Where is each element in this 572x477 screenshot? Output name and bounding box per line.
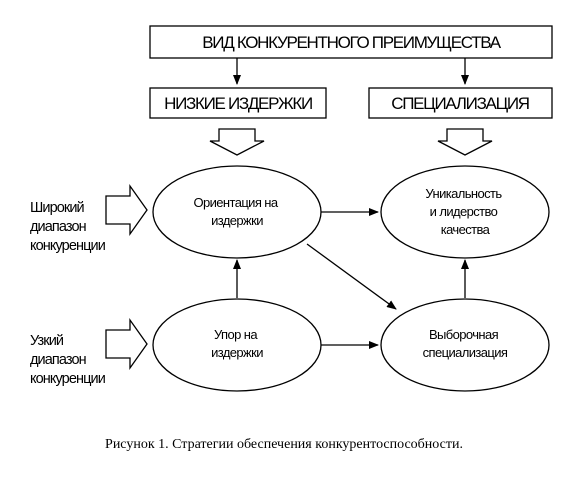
top-box-label: ВИД КОНКУРЕНТНОГО ПРЕИМУЩЕСТВА: [202, 33, 501, 52]
node-cost-orientation-label: Ориентация на издержки: [193, 195, 280, 228]
arrow-orientation-to-selective: [306, 243, 397, 310]
side-label-wide: Широкий диапазон конкуренции: [30, 200, 106, 254]
specialization-label: СПЕЦИАЛИЗАЦИЯ: [391, 94, 529, 113]
block-arrow-down-right: [437, 128, 493, 156]
node-cost-focus-label: Упор на издержки: [211, 327, 263, 360]
figure-caption: Рисунок 1. Стратегии обеспечения конкуре…: [105, 437, 463, 452]
low-costs-box: НИЗКИЕ ИЗДЕРЖКИ: [149, 87, 327, 119]
node-uniqueness: Уникальность и лидерство качества: [380, 165, 550, 259]
top-box: ВИД КОНКУРЕНТНОГО ПРЕИМУЩЕСТВА: [149, 25, 553, 59]
node-selective-specialization: Выборочная специализация: [380, 298, 550, 392]
node-selective-specialization-label: Выборочная специализация: [423, 327, 508, 360]
specialization-box: СПЕЦИАЛИЗАЦИЯ: [368, 87, 553, 119]
block-arrow-down-left: [209, 128, 265, 156]
block-arrow-narrow: [105, 317, 148, 371]
low-costs-label: НИЗКИЕ ИЗДЕРЖКИ: [164, 94, 312, 113]
side-label-narrow: Узкий диапазон конкуренции: [30, 333, 106, 387]
node-cost-focus: Упор на издержки: [152, 298, 322, 392]
node-uniqueness-label: Уникальность и лидерство качества: [425, 186, 504, 237]
node-cost-orientation: Ориентация на издержки: [152, 165, 322, 259]
block-arrow-wide: [105, 183, 148, 237]
